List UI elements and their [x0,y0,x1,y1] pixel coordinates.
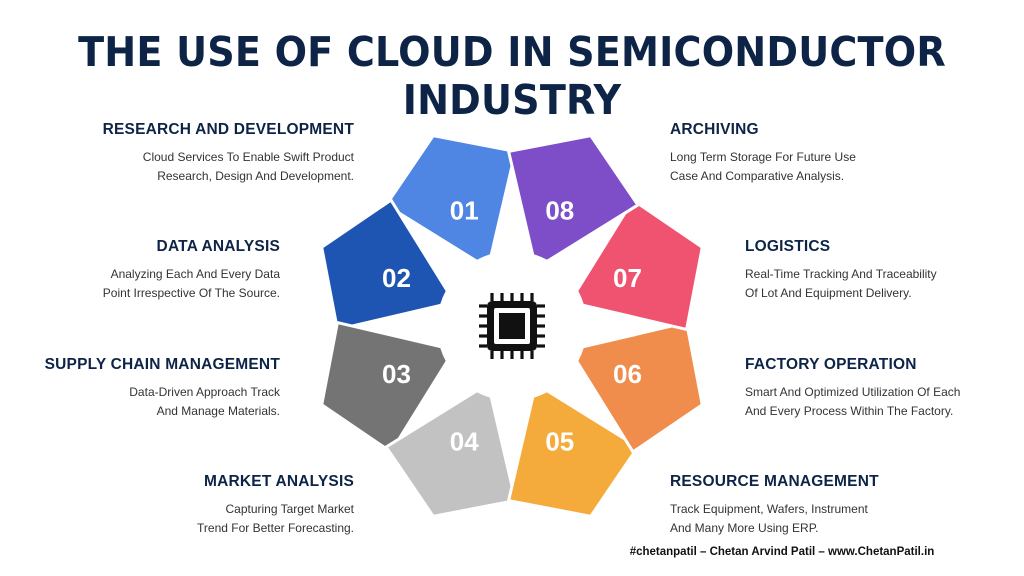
segment-04-text: MARKET ANALYSIS Capturing Target Market … [197,473,354,538]
segment-06-label: FACTORY OPERATION [745,356,917,373]
segment-07-text: LOGISTICS Real-Time Tracking And Traceab… [745,238,937,303]
segment-01-label: RESEARCH AND DEVELOPMENT [102,121,354,138]
segment-03-label: SUPPLY CHAIN MANAGEMENT [44,356,280,373]
segment-01-description: Cloud Services To Enable Swift Product R… [142,150,354,183]
segment-06-description: Smart And Optimized Utilization Of Each … [745,385,961,418]
segment-07-label: LOGISTICS [745,238,831,255]
segment-03-description: Data-Driven Approach Track And Manage Ma… [129,385,280,418]
segment-02-text: DATA ANALYSIS Analyzing Each And Every D… [103,238,280,303]
microchip-icon [479,293,545,359]
segment-08-description: Long Term Storage For Future Use Case An… [670,150,856,183]
segment-02-description: Analyzing Each And Every Data Point Irre… [102,267,280,300]
segment-04-label: MARKET ANALYSIS [204,473,354,490]
page-title: THE USE OF CLOUD IN SEMICONDUCTOR INDUST… [78,28,946,124]
segment-04-description: Capturing Target Market Trend For Better… [197,502,354,535]
segment-07-description: Real-Time Tracking And Traceability Of L… [745,267,937,300]
segment-03-number: 03 [382,359,411,389]
segment-08-text: ARCHIVING Long Term Storage For Future U… [670,121,856,186]
segment-05-text: RESOURCE MANAGEMENT Track Equipment, Waf… [670,473,879,538]
segment-01-number: 01 [450,196,479,226]
segment-07-number: 07 [613,263,642,293]
segment-06-number: 06 [613,359,642,389]
segment-02-number: 02 [382,263,411,293]
segment-05-label: RESOURCE MANAGEMENT [670,473,879,490]
segment-06-text: FACTORY OPERATION Smart And Optimized Ut… [745,356,960,421]
segment-08-number: 08 [545,196,574,226]
segment-02-label: DATA ANALYSIS [156,238,280,255]
segment-01-text: RESEARCH AND DEVELOPMENT Cloud Services … [103,121,354,186]
segment-05-description: Track Equipment, Wafers, Instrument And … [670,502,868,535]
segment-05-number: 05 [545,427,574,457]
segment-03-text: SUPPLY CHAIN MANAGEMENT Data-Driven Appr… [45,356,280,421]
segment-04-number: 04 [450,427,479,457]
footer-credit: #chetanpatil – Chetan Arvind Patil – www… [629,546,935,558]
segment-08-label: ARCHIVING [670,121,759,138]
